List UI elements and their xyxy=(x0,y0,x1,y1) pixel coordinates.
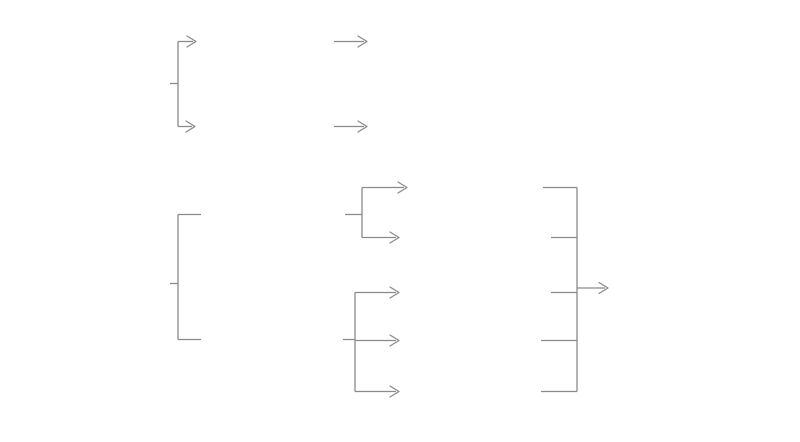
arrowhead-wrong-delivery xyxy=(389,385,400,398)
node-returned-lost[interactable]: Returned / Lost xyxy=(200,109,334,144)
node-received[interactable]: Received xyxy=(32,266,170,301)
arrowhead-not-fit xyxy=(389,334,400,347)
arrowhead-resend-refund-discount xyxy=(598,281,609,295)
node-quality-problems[interactable]: Quality Problems xyxy=(201,197,345,232)
node-resend-refund[interactable]: Resend / Refund xyxy=(372,109,533,144)
node-color-difference[interactable]: Color Difference xyxy=(404,276,551,309)
node-label-not-received: Not Received xyxy=(56,74,146,91)
node-wrong-delivery[interactable]: Wrong Delivery xyxy=(404,375,541,408)
node-please-be-patient-to-wait[interactable]: Please Be Patient To Wait xyxy=(372,23,609,58)
node-label-not-fit: Not Fit xyxy=(450,331,495,348)
node-label-damage: Damage xyxy=(449,228,506,245)
node-label-received: Received xyxy=(70,274,132,291)
edge-received-trunk xyxy=(170,214,179,340)
node-label-wrong-delivery: Wrong Delivery xyxy=(422,382,523,399)
node-on-the-way[interactable]: On The Way xyxy=(201,24,334,59)
node-other-questions[interactable]: Other Questions xyxy=(201,322,343,357)
edge-quality-problems-trunk xyxy=(345,187,363,238)
node-not-fit[interactable]: Not Fit xyxy=(404,324,541,357)
arrowhead-resend-refund xyxy=(357,120,368,133)
node-label-on-the-way: On The Way xyxy=(226,32,309,49)
node-label-please-be-patient-to-wait: Please Be Patient To Wait xyxy=(405,31,576,48)
arrowhead-on-the-way xyxy=(186,35,197,48)
edge-other-questions-trunk xyxy=(343,292,356,392)
node-not-received[interactable]: Not Received xyxy=(32,66,170,101)
node-resend-refund-discount[interactable]: Resend / Refund / Discount xyxy=(613,262,775,314)
node-label-returned-lost: Returned / Lost xyxy=(216,117,318,134)
node-quality-defect[interactable]: Quality Defect xyxy=(412,171,543,204)
node-label-resend-refund: Resend / Refund xyxy=(397,117,508,134)
arrowhead-quality-defect xyxy=(397,181,408,194)
node-label-quality-defect: Quality Defect xyxy=(431,178,524,195)
node-label-quality-problems: Quality Problems xyxy=(217,205,329,222)
node-damage[interactable]: Damage xyxy=(404,221,551,254)
node-label-color-difference: Color Difference xyxy=(424,283,531,300)
edge-not-received-trunk xyxy=(170,41,179,127)
node-label-resend-refund-discount: Resend / Refund / Discount xyxy=(634,270,754,304)
node-label-other-questions: Other Questions xyxy=(218,330,326,347)
arrowhead-returned-lost xyxy=(185,120,196,133)
arrowhead-please-wait xyxy=(357,35,368,48)
arrowhead-damage xyxy=(389,231,400,244)
arrowhead-color-difference xyxy=(389,286,400,299)
